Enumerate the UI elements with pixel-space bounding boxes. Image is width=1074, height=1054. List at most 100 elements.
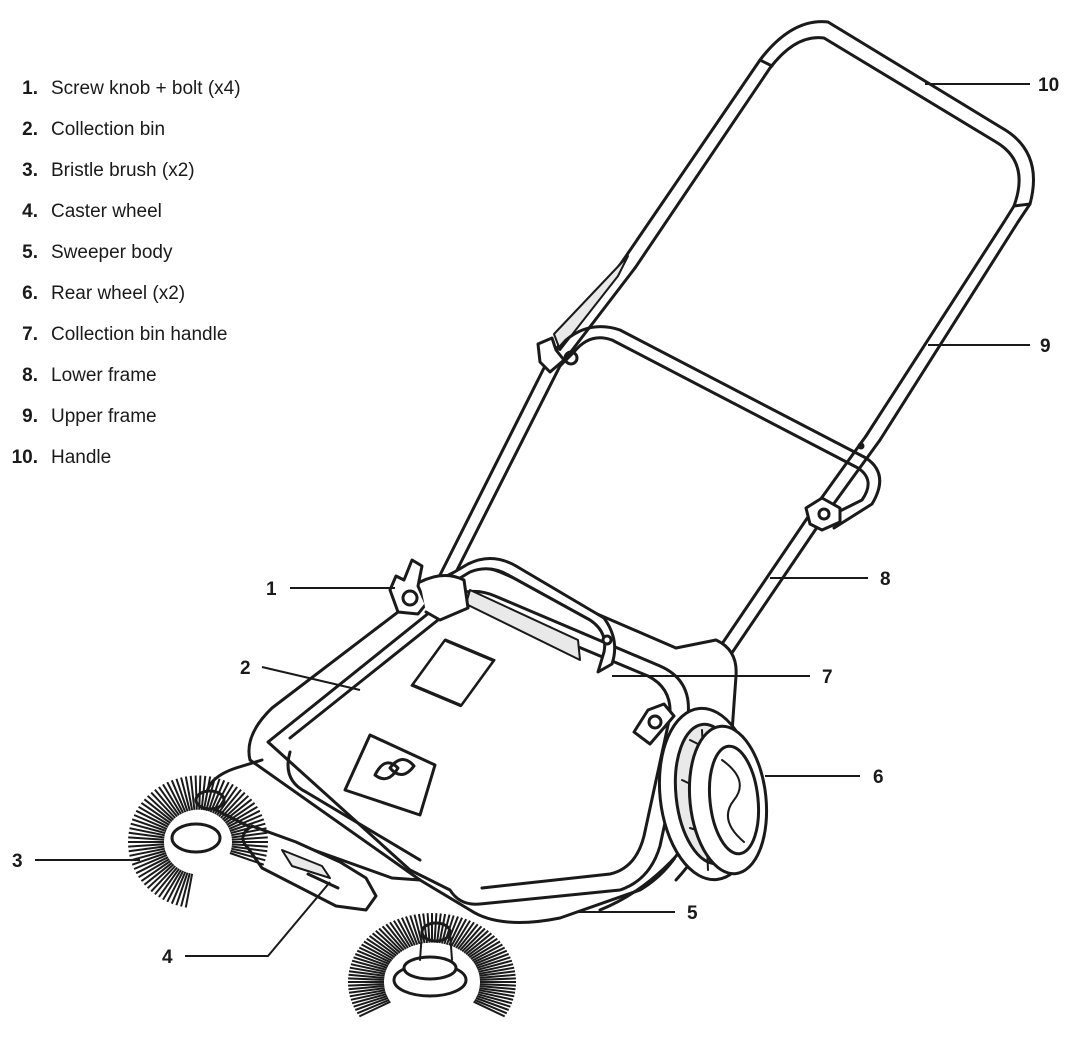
- bristle: [146, 863, 175, 889]
- bristle: [478, 989, 515, 998]
- bristle: [366, 937, 396, 959]
- bristle: [150, 791, 176, 819]
- bristle: [140, 860, 172, 882]
- bristle: [361, 943, 393, 962]
- bristle: [353, 956, 388, 969]
- bristle: [129, 827, 165, 837]
- bristle: [389, 921, 409, 949]
- legend-number: 4.: [22, 201, 38, 222]
- bristle: [130, 822, 166, 835]
- bristle: [220, 791, 246, 819]
- bristle: [207, 778, 221, 812]
- legend-number: 5.: [22, 242, 38, 263]
- parts-legend: 1.Screw knob + bolt (x4) 2.Collection bi…: [0, 68, 330, 478]
- bristle: [450, 918, 468, 947]
- legend-number: 6.: [22, 283, 38, 304]
- bristle: [224, 802, 256, 824]
- bristle: [371, 932, 399, 955]
- legend-number: 1.: [22, 78, 38, 99]
- bristle: [405, 916, 419, 945]
- callout-3: 3: [12, 851, 23, 872]
- bristle: [470, 940, 501, 960]
- bristle: [476, 995, 511, 1008]
- bristle: [180, 873, 191, 907]
- bristle: [441, 914, 451, 944]
- bristle: [473, 1000, 506, 1018]
- legend-label: Upper frame: [51, 406, 157, 427]
- bristle: [133, 814, 168, 830]
- bristle: [356, 949, 390, 966]
- bristle: [473, 946, 506, 964]
- bristle: [477, 993, 513, 1005]
- bristle: [478, 991, 514, 1001]
- bristle: [358, 1000, 391, 1018]
- bristle: [175, 872, 189, 906]
- legend-label: Collection bin handle: [51, 324, 228, 345]
- bristle: [230, 849, 266, 862]
- bristle: [479, 987, 516, 994]
- leader-2: [261, 666, 361, 691]
- bristle: [154, 866, 178, 896]
- bristle: [223, 798, 253, 822]
- bristle: [170, 871, 187, 905]
- bristle: [369, 935, 397, 957]
- bristle: [135, 856, 169, 875]
- bristle: [135, 809, 169, 828]
- legend-number: 10.: [11, 447, 38, 468]
- bristle: [228, 814, 263, 830]
- legend-label: Bristle brush (x2): [51, 160, 195, 181]
- bristle: [348, 977, 385, 981]
- bristle: [463, 930, 489, 954]
- legend-item: 8. Lower frame: [0, 355, 330, 396]
- bristle: [354, 953, 389, 967]
- bristle: [231, 827, 267, 837]
- bin-handle: [432, 557, 617, 674]
- bristle: [130, 849, 166, 862]
- rear-wheel: [657, 706, 769, 882]
- callout-8: 8: [880, 569, 891, 590]
- bristle: [175, 778, 189, 812]
- bristle: [353, 995, 388, 1008]
- legend-number: 3.: [22, 160, 38, 181]
- bristle: [459, 925, 483, 951]
- legend-item: 1.Screw knob + bolt (x4): [0, 68, 330, 109]
- bristle: [479, 983, 516, 987]
- bristle-brush: [128, 775, 516, 1018]
- bristle: [129, 847, 165, 857]
- bristle: [351, 993, 387, 1005]
- bristle: [448, 917, 464, 946]
- bristle: [381, 925, 405, 951]
- bristle: [143, 798, 173, 822]
- bristle: [452, 920, 471, 948]
- bristle: [356, 998, 390, 1015]
- bristle: [231, 836, 268, 841]
- bristle: [348, 970, 385, 977]
- legend-item: 4.Caster wheel: [0, 191, 330, 232]
- bristle: [226, 805, 258, 826]
- bristle: [216, 786, 238, 816]
- bristle: [146, 795, 175, 821]
- legend-number: 7.: [22, 324, 38, 345]
- legend-label: Collection bin: [51, 119, 166, 140]
- bristle: [471, 943, 503, 962]
- bristle: [445, 916, 459, 945]
- legend-number: 8.: [22, 365, 38, 386]
- legend-item: 10.Handle: [0, 437, 330, 478]
- callout-1: 1: [266, 579, 277, 600]
- bristle: [378, 927, 403, 953]
- bristle: [443, 915, 455, 945]
- bristle: [426, 913, 431, 943]
- bristle: [433, 913, 438, 943]
- bristle: [465, 932, 493, 955]
- callout-9: 9: [1040, 336, 1051, 357]
- bristle: [170, 779, 187, 813]
- bristle: [128, 831, 165, 839]
- handle: [620, 20, 1035, 270]
- bristle: [348, 985, 385, 991]
- bristle: [479, 977, 516, 981]
- bristle: [349, 966, 386, 975]
- bristle: [461, 927, 486, 953]
- bristle: [467, 935, 495, 957]
- bristle: [154, 788, 178, 818]
- legend-label: Lower frame: [51, 365, 157, 386]
